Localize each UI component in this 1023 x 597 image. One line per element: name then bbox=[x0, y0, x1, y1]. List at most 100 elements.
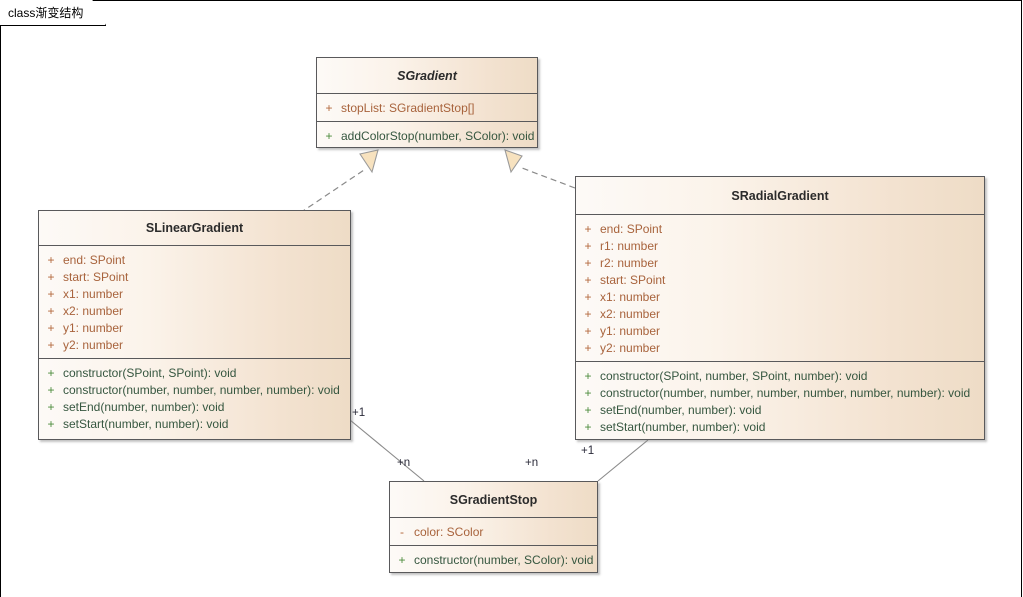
association-line-linear-stop bbox=[349, 419, 425, 482]
association-line-radial-stop bbox=[597, 439, 649, 482]
visibility-marker: + bbox=[584, 323, 592, 338]
attribute-text: end: SPoint bbox=[600, 221, 663, 236]
attribute-row: + y2: number bbox=[576, 339, 984, 356]
attribute-text: x2: number bbox=[600, 306, 661, 321]
diagram-title-tab[interactable]: class渐变结构 bbox=[0, 0, 104, 26]
visibility-marker: + bbox=[47, 269, 55, 284]
class-box-sgradientstop[interactable]: SGradientStop - color: SColor + construc… bbox=[389, 481, 598, 573]
attribute-text: start: SPoint bbox=[63, 269, 129, 284]
method-row: + constructor(number, SColor): void bbox=[390, 551, 597, 568]
attribute-text: y2: number bbox=[63, 337, 124, 352]
method-text: setStart(number, number): void bbox=[63, 416, 229, 431]
method-row: + addColorStop(number, SColor): void bbox=[317, 127, 537, 144]
visibility-marker: + bbox=[584, 255, 592, 270]
visibility-marker: + bbox=[47, 365, 55, 380]
method-text: constructor(number, number, number, numb… bbox=[600, 385, 971, 400]
attribute-row: + end: SPoint bbox=[39, 251, 350, 268]
attribute-text: x2: number bbox=[63, 303, 124, 318]
attribute-row: + stopList: SGradientStop[] bbox=[317, 99, 537, 116]
visibility-marker: + bbox=[584, 368, 592, 383]
attribute-text: y1: number bbox=[600, 323, 661, 338]
attributes-compartment-sgradient: + stopList: SGradientStop[] bbox=[317, 93, 537, 121]
method-text: setStart(number, number): void bbox=[600, 419, 766, 434]
attribute-text: y1: number bbox=[63, 320, 124, 335]
class-name-slineargradient: SLinearGradient bbox=[145, 221, 244, 235]
attributes-compartment-slineargradient: + end: SPoint + start: SPoint + x1: numb… bbox=[39, 245, 350, 358]
diagram-title-label: class渐变结构 bbox=[8, 6, 84, 20]
method-row: + setEnd(number, number): void bbox=[576, 401, 984, 418]
class-box-sradialgradient[interactable]: SRadialGradient + end: SPoint + r1: numb… bbox=[575, 176, 985, 440]
method-text: addColorStop(number, SColor): void bbox=[341, 128, 535, 143]
visibility-marker: + bbox=[584, 238, 592, 253]
attribute-row: + x2: number bbox=[39, 302, 350, 319]
visibility-marker: - bbox=[400, 524, 404, 539]
class-box-sgradient[interactable]: SGradient + stopList: SGradientStop[] + … bbox=[316, 57, 538, 148]
attribute-row: + x2: number bbox=[576, 305, 984, 322]
attribute-row: + y2: number bbox=[39, 336, 350, 353]
visibility-marker: + bbox=[47, 320, 55, 335]
visibility-marker: + bbox=[47, 337, 55, 352]
multiplicity-linear-1: +1 bbox=[352, 407, 366, 419]
method-row: + setStart(number, number): void bbox=[576, 418, 984, 435]
attribute-row: + r2: number bbox=[576, 254, 984, 271]
attributes-compartment-sgradientstop: - color: SColor bbox=[390, 517, 597, 545]
visibility-marker: + bbox=[584, 306, 592, 321]
attribute-row: + start: SPoint bbox=[39, 268, 350, 285]
class-name-sgradientstop: SGradientStop bbox=[449, 492, 538, 507]
class-box-slineargradient[interactable]: SLinearGradient + end: SPoint + start: S… bbox=[38, 210, 351, 440]
visibility-marker: + bbox=[584, 221, 592, 236]
method-text: constructor(number, number, number, numb… bbox=[63, 382, 340, 397]
visibility-marker: + bbox=[584, 402, 592, 417]
method-row: + constructor(number, number, number, nu… bbox=[576, 384, 984, 401]
visibility-marker: + bbox=[47, 303, 55, 318]
realization-line-radial bbox=[521, 167, 576, 189]
attribute-text: y2: number bbox=[600, 340, 661, 355]
attributes-compartment-sradialgradient: + end: SPoint + r1: number + r2: number … bbox=[576, 214, 984, 361]
attribute-row: - color: SColor bbox=[390, 523, 597, 540]
attribute-row: + y1: number bbox=[576, 322, 984, 339]
class-name-sradialgradient: SRadialGradient bbox=[731, 188, 829, 203]
attribute-text: end: SPoint bbox=[63, 252, 126, 267]
visibility-marker: + bbox=[398, 552, 406, 567]
attribute-text: start: SPoint bbox=[600, 272, 666, 287]
methods-compartment-slineargradient: + constructor(SPoint, SPoint): void + co… bbox=[39, 358, 350, 437]
multiplicity-stop-n-left: +n bbox=[397, 457, 411, 469]
attribute-row: + end: SPoint bbox=[576, 220, 984, 237]
visibility-marker: + bbox=[47, 252, 55, 267]
method-text: setEnd(number, number): void bbox=[600, 402, 762, 417]
attribute-row: + y1: number bbox=[39, 319, 350, 336]
attribute-row: + start: SPoint bbox=[576, 271, 984, 288]
method-row: + setEnd(number, number): void bbox=[39, 398, 350, 415]
realization-line-linear bbox=[299, 169, 365, 214]
visibility-marker: + bbox=[584, 272, 592, 287]
method-row: + constructor(SPoint, number, SPoint, nu… bbox=[576, 367, 984, 384]
methods-compartment-sgradientstop: + constructor(number, SColor): void bbox=[390, 545, 597, 572]
attribute-text: x1: number bbox=[63, 286, 124, 301]
diagram-title-tab-shape: class渐变结构 bbox=[0, 0, 106, 26]
attribute-text: color: SColor bbox=[414, 524, 484, 539]
visibility-marker: + bbox=[584, 385, 592, 400]
visibility-marker: + bbox=[47, 399, 55, 414]
visibility-marker: + bbox=[325, 128, 333, 143]
visibility-marker: + bbox=[47, 286, 55, 301]
attribute-text: stopList: SGradientStop[] bbox=[341, 100, 475, 115]
attribute-text: r1: number bbox=[600, 238, 659, 253]
visibility-marker: + bbox=[47, 382, 55, 397]
method-text: constructor(SPoint, number, SPoint, numb… bbox=[600, 368, 868, 383]
method-text: constructor(number, SColor): void bbox=[414, 552, 594, 567]
method-text: setEnd(number, number): void bbox=[63, 399, 225, 414]
multiplicity-stop-n-right: +n bbox=[525, 457, 539, 469]
attribute-text: r2: number bbox=[600, 255, 659, 270]
visibility-marker: + bbox=[584, 340, 592, 355]
realization-arrowhead-radial bbox=[504, 149, 523, 174]
method-row: + constructor(number, number, number, nu… bbox=[39, 381, 350, 398]
methods-compartment-sgradient: + addColorStop(number, SColor): void bbox=[317, 121, 537, 147]
method-text: constructor(SPoint, SPoint): void bbox=[63, 365, 237, 380]
multiplicity-radial-1: +1 bbox=[581, 445, 595, 457]
methods-compartment-sradialgradient: + constructor(SPoint, number, SPoint, nu… bbox=[576, 361, 984, 439]
attribute-row: + x1: number bbox=[576, 288, 984, 305]
visibility-marker: + bbox=[325, 100, 333, 115]
attribute-text: x1: number bbox=[600, 289, 661, 304]
attribute-row: + x1: number bbox=[39, 285, 350, 302]
